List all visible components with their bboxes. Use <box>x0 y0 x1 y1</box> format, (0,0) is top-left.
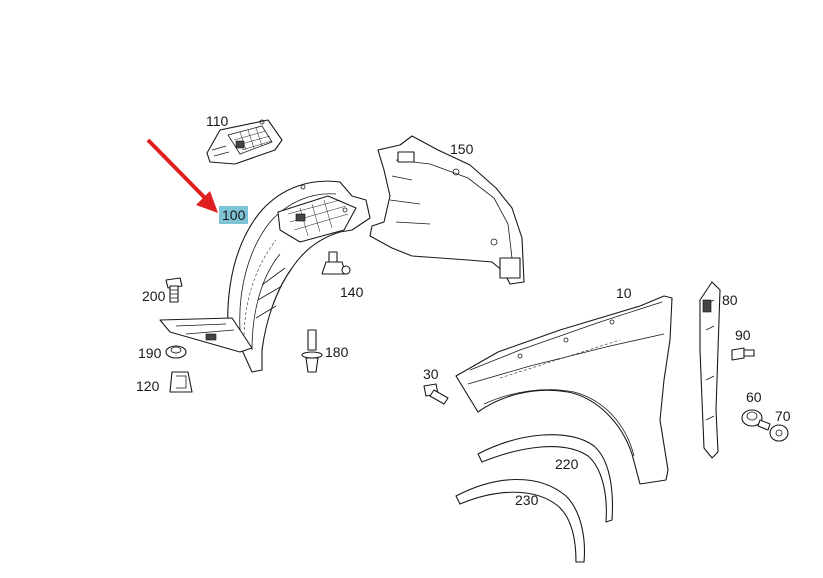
part-180-pin <box>301 329 323 373</box>
part-110-bracket <box>206 119 283 165</box>
label-220: 220 <box>555 456 579 472</box>
part-230-trim <box>455 478 585 563</box>
part-100-wheel-arch-liner <box>227 180 371 373</box>
label-180: 180 <box>325 344 349 360</box>
label-120: 120 <box>136 378 160 394</box>
label-90: 90 <box>735 327 751 343</box>
part-200-bolt <box>165 277 183 303</box>
part-10-fender <box>455 295 673 485</box>
label-10: 10 <box>616 285 632 301</box>
part-80-bracket <box>699 281 721 459</box>
part-140-clip <box>321 251 351 275</box>
part-220-trim <box>477 434 613 523</box>
label-30: 30 <box>423 366 439 382</box>
part-120-clip-nut <box>169 371 193 393</box>
label-150: 150 <box>450 141 474 157</box>
label-100-highlighted: 100 <box>219 206 249 224</box>
part-150-liner-section <box>369 135 525 285</box>
label-110: 110 <box>206 113 229 129</box>
part-70-nut <box>769 424 789 442</box>
pointer-arrow <box>146 138 218 213</box>
part-60-bolt <box>741 409 771 431</box>
label-140: 140 <box>340 284 364 300</box>
part-90-screw <box>731 347 755 361</box>
label-190: 190 <box>138 345 162 361</box>
label-60: 60 <box>746 389 762 405</box>
label-70: 70 <box>775 408 791 424</box>
lower-bracket-plate <box>159 317 253 353</box>
label-200: 200 <box>142 288 166 304</box>
label-230: 230 <box>515 492 539 508</box>
part-30-bolt <box>423 383 449 405</box>
part-190-nut <box>165 345 187 359</box>
label-80: 80 <box>722 292 738 308</box>
